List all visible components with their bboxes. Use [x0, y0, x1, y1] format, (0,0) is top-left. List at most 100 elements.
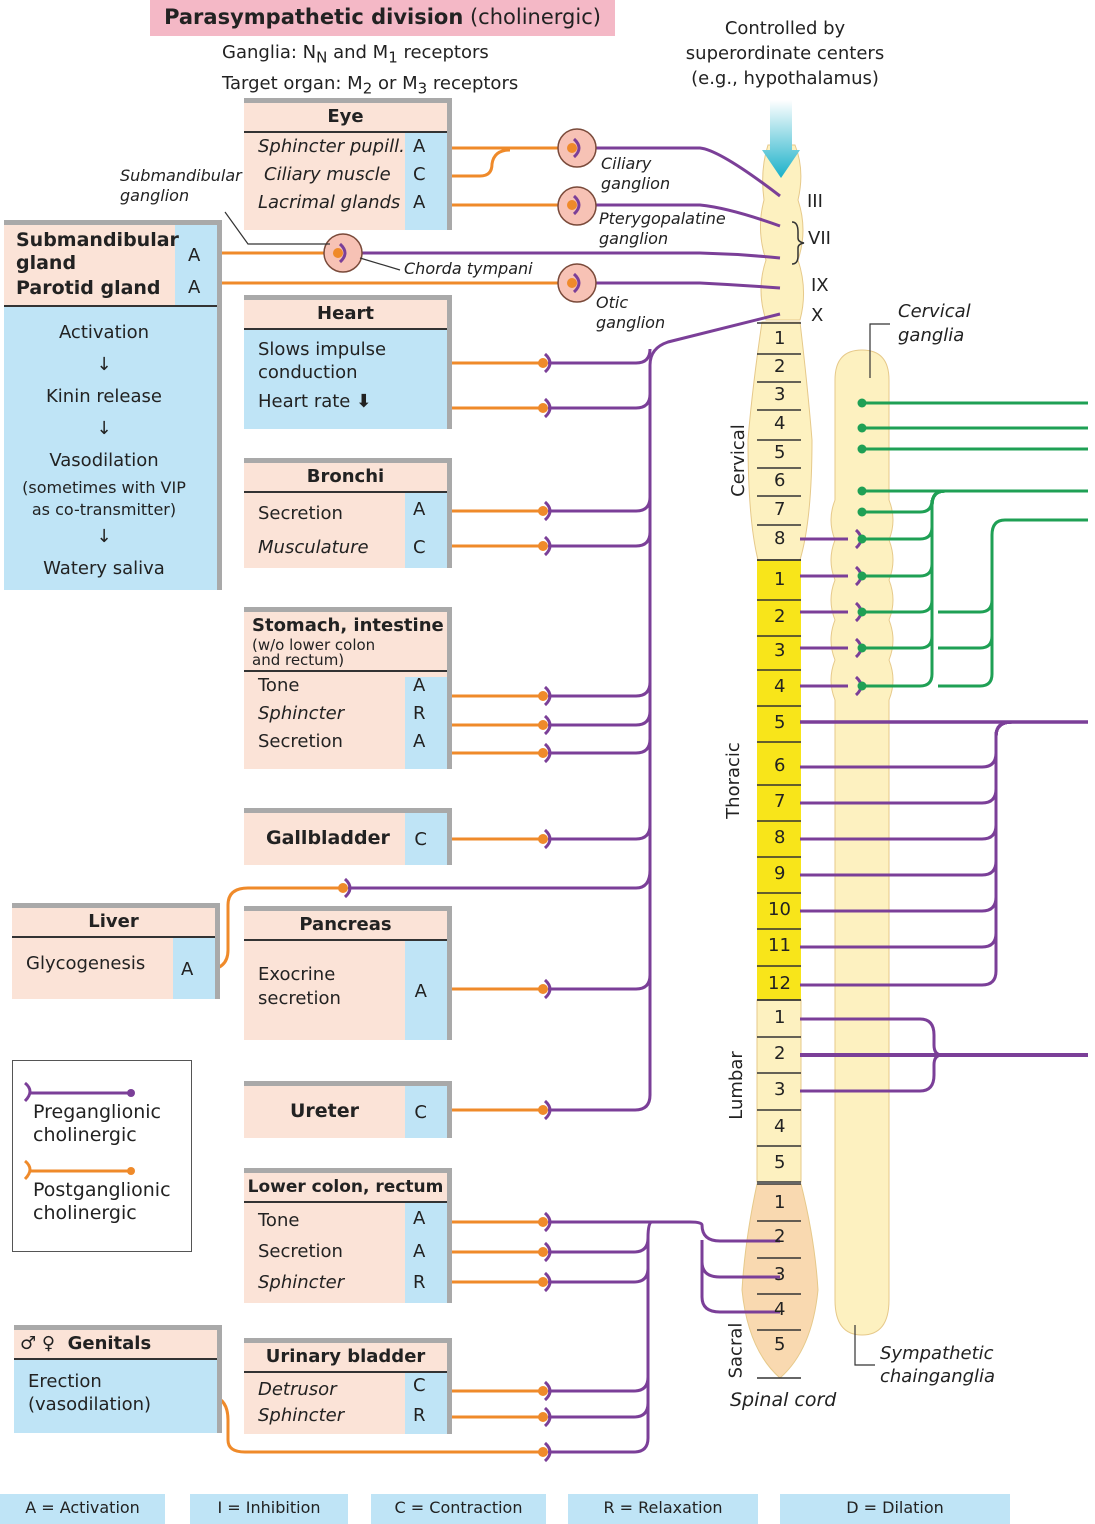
synapse-receptor-icon — [572, 272, 581, 294]
synapse-receptor-icon — [572, 194, 581, 216]
cascade-step: Kinin release — [46, 386, 162, 407]
heart-row: Slows impulse conduction — [258, 339, 387, 383]
lumbar-1 — [800, 1017, 943, 1057]
region-sacral: Sacral — [725, 1322, 747, 1379]
ganglion-icon — [557, 186, 597, 226]
pelvic-branch — [548, 1267, 650, 1284]
segment-cervical-8: 8 — [774, 528, 786, 549]
synapse-receptor-icon — [543, 742, 552, 764]
pancreas-title: Pancreas — [244, 911, 447, 941]
synapse-icon — [567, 278, 577, 288]
vagus-branch — [548, 710, 652, 727]
sympathetic-ganglion-dot — [857, 571, 867, 581]
cranial-nerve-VII: VII — [808, 228, 831, 249]
synapse-icon — [538, 506, 548, 516]
synapse-receptor-icon — [543, 714, 552, 736]
synapse-receptor-icon — [543, 1441, 552, 1463]
key-contraction: C = Contraction — [371, 1494, 546, 1524]
pelvic-branch — [548, 1402, 650, 1419]
gallbladder-code: C — [414, 829, 427, 850]
cascade-step: Watery saliva — [43, 558, 165, 579]
facial-pre-2 — [348, 251, 781, 260]
title-normal: (cholinergic) — [463, 5, 601, 29]
key-relaxation: R = Relaxation — [568, 1494, 758, 1524]
submandibular-code: A — [188, 245, 201, 266]
synapse-receptor-icon — [343, 877, 352, 899]
segment-lumbar-5: 5 — [774, 1152, 786, 1173]
ureter-title: Ureter — [290, 1100, 360, 1122]
down-arrow-icon: ⬇ — [356, 391, 372, 412]
sympathetic-post — [938, 599, 994, 614]
sympathetic-ganglion-dot — [857, 534, 867, 544]
vagus-branch — [548, 738, 652, 755]
synapse-icon — [538, 1105, 548, 1115]
splanchnic-branch — [800, 720, 1013, 913]
sympathetic-post — [938, 635, 994, 650]
pelvic-trunk — [548, 1220, 653, 1454]
synapse-icon — [333, 248, 343, 258]
synapse-icon — [538, 1447, 548, 1457]
genitals-header: ♂ ♀ Genitals — [14, 1330, 217, 1360]
segment-cervical-3: 3 — [774, 384, 786, 405]
region-thoracic: Thoracic — [722, 742, 744, 819]
ciliary-post-2 — [432, 148, 511, 178]
sacral-2 — [548, 1220, 780, 1243]
sympathetic-ganglion-dot — [857, 607, 867, 617]
legend-lines — [23, 1081, 135, 1181]
synapse-icon — [538, 748, 548, 758]
segment-thoracic-3: 3 — [774, 640, 786, 661]
sympathetic-ganglion-dot — [857, 398, 867, 408]
heart-row: Heart rate ⬇ — [258, 391, 372, 412]
down-arrow-icon: ↓ — [96, 354, 112, 375]
preganglionic-terminal-icon — [127, 1089, 135, 1097]
synapse-receptor-icon — [543, 828, 552, 850]
lower-colon-title: Lower colon, rectum — [244, 1173, 447, 1203]
segment-thoracic-9: 9 — [774, 863, 786, 884]
synapse-icon — [538, 541, 548, 551]
preganglionic-synapse-icon — [23, 1081, 32, 1103]
synapse-icon — [338, 883, 348, 893]
segment-thoracic-11: 11 — [768, 935, 791, 956]
cranial-nerve-III: III — [807, 191, 823, 212]
eye-title: Eye — [244, 103, 447, 133]
segment-thoracic-10: 10 — [768, 899, 791, 920]
bronchi-title: Bronchi — [244, 463, 447, 493]
eye-row: Sphincter pupill.A — [258, 136, 426, 157]
segment-sacral-5: 5 — [774, 1334, 786, 1355]
oculomotor-pre — [582, 146, 781, 198]
down-arrow-icon: ↓ — [96, 526, 112, 547]
cascade-step: (sometimes with VIP — [22, 478, 186, 497]
organ-heart: Heart Slows impulse conduction Heart rat… — [244, 295, 452, 429]
submandibular-leader — [224, 211, 330, 245]
stomach-header: Stomach, intestine (w/o lower colon and … — [244, 612, 447, 672]
cranial-nerve-IX: IX — [811, 275, 829, 296]
sympathetic-post — [938, 518, 1088, 688]
sympathetic-ganglion-dot — [857, 681, 867, 691]
vagus-branch — [548, 681, 652, 698]
thoracic-cord-shape — [757, 560, 801, 1000]
sympathetic-ganglion-dot — [857, 507, 867, 517]
postganglionic-synapse-icon — [23, 1159, 32, 1181]
synapse-receptor-icon — [572, 137, 581, 159]
synapse-receptor-icon — [543, 1380, 552, 1402]
synapse-icon — [538, 691, 548, 701]
ureter-code: C — [414, 1102, 427, 1123]
segment-thoracic-1: 1 — [774, 569, 786, 590]
organ-gallbladder: Gallbladder C — [244, 808, 452, 865]
genitals-row: Erection (vasodilation) — [28, 1371, 152, 1415]
splanchnic-branch — [800, 720, 1013, 769]
facial-pre-1 — [582, 203, 781, 228]
